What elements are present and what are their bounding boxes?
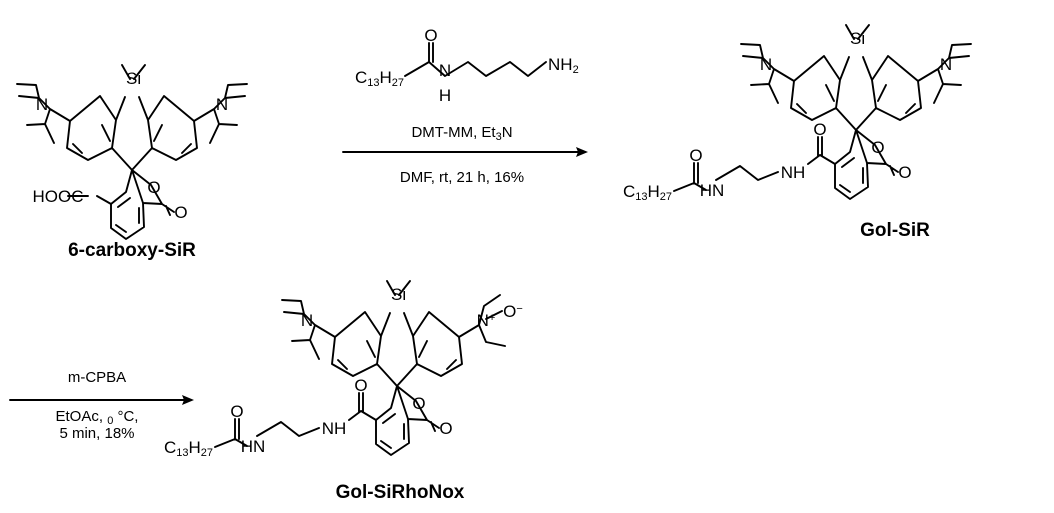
- atom-chain: C13H27: [164, 438, 213, 459]
- atom-o-amide: O: [813, 120, 826, 139]
- step2-condition-2: 5 min, 18%: [59, 425, 134, 442]
- reagent-chain-label: C13H27: [355, 68, 404, 89]
- reagent-nh-h: H: [439, 86, 451, 105]
- atom-n-left: N: [36, 95, 48, 114]
- step1-condition-2: DMF, rt, 21 h, 16%: [400, 169, 524, 186]
- reaction-arrow-2: m-CPBA EtOAc, 0 °C, 5 min, 18%: [9, 369, 194, 442]
- structure-6-carboxy-sir: Si N N O O HOOC 6-carboxy-SiR: [16, 64, 248, 261]
- label-gol-sir: Gol-SiR: [860, 220, 930, 241]
- reagent-nh2: NH2: [548, 55, 579, 76]
- reaction-arrow-1: O C13H27 N H NH2 DMT-MM, Et3N DMF, rt, 2…: [342, 26, 588, 186]
- arrow-2-head: [182, 395, 194, 405]
- atom-o-chain-amide: O: [689, 146, 702, 165]
- structure-gol-sir: Si N N O O O NH O HN C13H27 Gol-SiR: [623, 24, 972, 241]
- label-6-carboxy-sir: 6-carboxy-SiR: [68, 240, 196, 261]
- step2-condition-1: EtOAc, 0 °C,: [56, 408, 139, 427]
- step1-condition-1: DMT-MM, Et3N: [411, 124, 512, 143]
- atom-nh: NH: [781, 163, 806, 182]
- reagent-o: O: [424, 26, 437, 45]
- atom-o-ring: O: [871, 138, 884, 157]
- atom-chain: C13H27: [623, 182, 672, 203]
- atom-hn: HN: [241, 437, 266, 456]
- atom-n-left: N: [760, 55, 772, 74]
- atom-hooc: HOOC: [33, 187, 84, 206]
- atom-o-carbonyl: O: [898, 163, 911, 182]
- atom-n-right: N: [216, 95, 228, 114]
- structure-gol-sirhonox: Si N N+ O− O O O NH O HN C13H27 Gol-SiRh…: [164, 280, 523, 503]
- atom-o-ring: O: [147, 178, 160, 197]
- atom-o-minus: O−: [503, 302, 523, 321]
- arrow-1-head: [576, 147, 588, 157]
- label-gol-sirhonox: Gol-SiRhoNox: [336, 482, 465, 503]
- atom-n-right: N: [940, 55, 952, 74]
- bonds-gol-sirhonox: [214, 280, 506, 456]
- atom-si: Si: [126, 69, 141, 88]
- atom-o-chain-amide: O: [230, 402, 243, 421]
- atom-n-plus: N+: [477, 311, 496, 330]
- atom-si: Si: [391, 285, 406, 304]
- bonds-gol-sir: [673, 24, 972, 200]
- atom-o-carbonyl: O: [174, 203, 187, 222]
- reagent-nh-n: N: [439, 61, 451, 80]
- atom-o-carbonyl: O: [439, 419, 452, 438]
- atom-si: Si: [850, 29, 865, 48]
- bonds-6-carboxy-sir: [16, 64, 248, 240]
- atom-o-amide: O: [354, 376, 367, 395]
- atom-o-ring: O: [412, 394, 425, 413]
- reagent-amine-bonds: [404, 42, 547, 77]
- atom-hn: HN: [700, 181, 725, 200]
- step2-reagent: m-CPBA: [68, 369, 126, 386]
- atom-n-left: N: [301, 311, 313, 330]
- atom-nh: NH: [322, 419, 347, 438]
